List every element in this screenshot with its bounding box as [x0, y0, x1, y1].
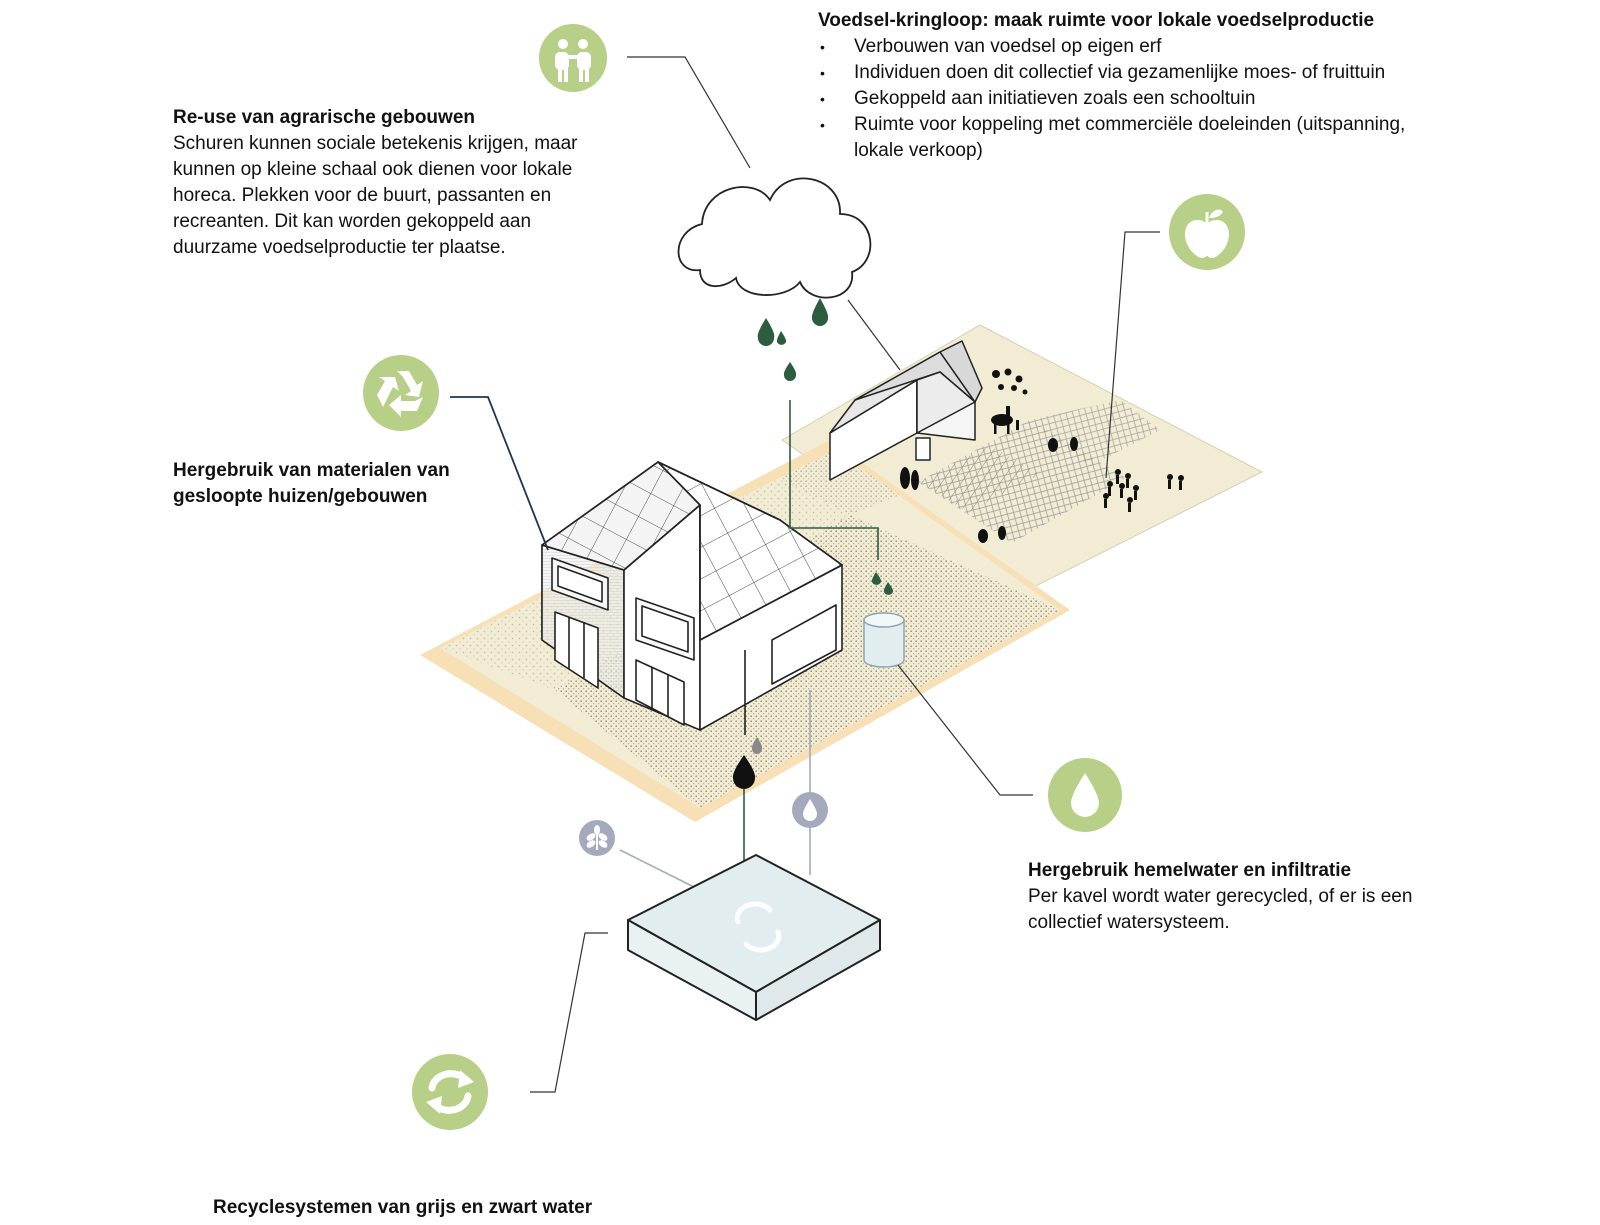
water-drop-icon	[1071, 773, 1099, 817]
wheat-icon-badge	[579, 820, 615, 856]
food-list-item: Individuen doen dit collectief via gezam…	[820, 60, 1458, 86]
food-list-item: Verbouwen van voedsel op eigen erf	[820, 34, 1458, 60]
animals-and-people	[900, 368, 1184, 543]
recycle-title: Recyclesystemen van grijs en zwart water	[213, 1197, 593, 1218]
barn	[829, 340, 983, 481]
wheat-icon	[586, 825, 608, 850]
rain-barrel	[863, 612, 905, 668]
rainwater-title: Hergebruik hemelwater en infiltratie	[1028, 860, 1352, 881]
water-drop-icon-badge	[1048, 758, 1122, 832]
agri-body: Schuren kunnen sociale betekenis krijgen…	[173, 133, 578, 258]
gardeners	[900, 437, 1078, 543]
recycle-icon	[377, 371, 423, 417]
refresh-arrows-icon-badge	[412, 1054, 488, 1130]
water-treatment-basin	[627, 854, 881, 1021]
llama	[991, 406, 1019, 434]
food-list: Verbouwen van voedsel op eigen erf Indiv…	[818, 34, 1458, 164]
orchard-people	[1103, 469, 1184, 512]
refresh-arrows-icon	[734, 901, 782, 953]
rainwater-section: Hergebruik hemelwater en infiltratie Per…	[1028, 858, 1413, 936]
apple-icon	[1185, 209, 1229, 258]
water-flows	[619, 400, 879, 894]
materials-section: Hergebruik van materialen van gesloopte …	[173, 458, 503, 510]
chickens	[992, 368, 1028, 395]
recycle-icon-badge	[363, 355, 439, 431]
rain-drops	[757, 298, 894, 595]
people-icon-badge	[539, 24, 607, 92]
food-list-item: Gekoppeld aan initiatieven zoals een sch…	[820, 86, 1458, 112]
materials-title: Hergebruik van materialen van gesloopte …	[173, 460, 450, 507]
agri-title: Re-use van agrarische gebouwen	[173, 107, 475, 128]
cloud	[677, 177, 872, 299]
food-list-item: Ruimte voor koppeling met commerciële do…	[820, 112, 1458, 164]
household-water-drops	[732, 737, 763, 789]
house	[541, 461, 843, 735]
water-drop-icon	[803, 799, 817, 821]
agri-section: Re-use van agrarische gebouwen Schuren k…	[173, 105, 613, 261]
food-title: Voedsel-kringloop: maak ruimte voor loka…	[818, 10, 1375, 31]
apple-icon-badge	[1169, 194, 1245, 270]
water-drop-icon-badge-small	[792, 792, 828, 828]
leader-lines	[450, 56, 1160, 1093]
rainwater-body: Per kavel wordt water gerecycled, of er …	[1028, 886, 1413, 933]
people-icon	[555, 39, 591, 82]
food-section: Voedsel-kringloop: maak ruimte voor loka…	[818, 8, 1458, 164]
recycle-section: Recyclesystemen van grijs en zwart water	[213, 1195, 693, 1221]
